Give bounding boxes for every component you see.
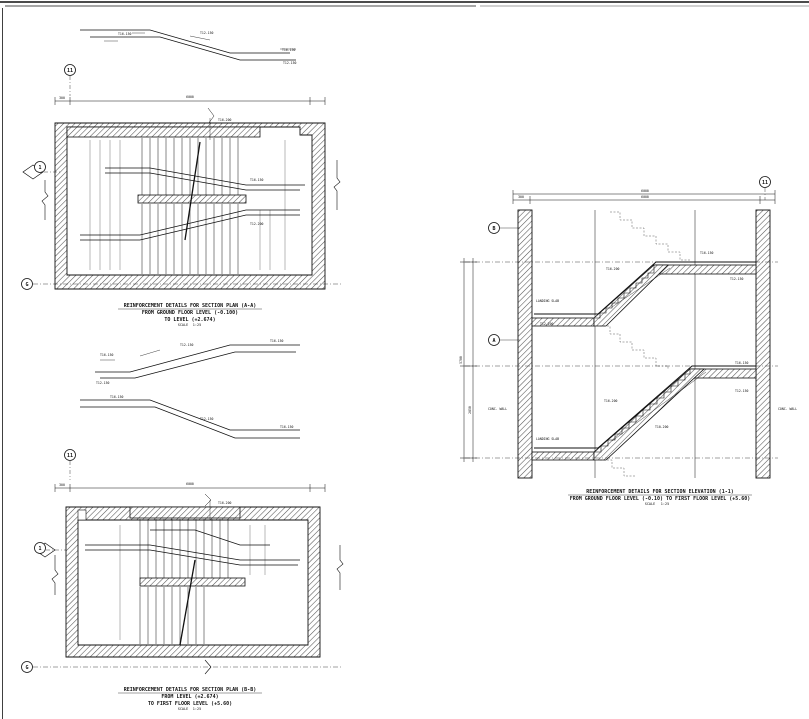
bar-mark-tag: T16-200 <box>604 399 618 403</box>
edge-dimension-elevation: 300 <box>518 195 524 199</box>
plan-a-scale-label: SCALE <box>178 323 189 327</box>
bar-mark-tag: T16-150 <box>282 48 296 52</box>
height-dimension-elevation: 5700 <box>459 356 463 364</box>
bar-mark-tag: T16-150 <box>735 361 749 365</box>
bar-mark-tag: T12-200 <box>540 322 554 326</box>
bar-mark-tag: T16-150 <box>100 353 114 357</box>
grid-bubble-11-plan-a: 11 <box>64 64 76 96</box>
break-line-plan-a-left <box>41 160 341 220</box>
overall-dimension-elevation: 6000 <box>641 189 649 193</box>
wall-label-left: CONC. WALL <box>488 407 507 411</box>
plan-b-scale-value: 1:25 <box>193 707 201 711</box>
bar-mark-tag: T12-150 <box>730 277 744 281</box>
elevation-scale-value: 1:25 <box>661 502 669 506</box>
level-lines-elevation <box>465 261 778 459</box>
overall-dimension-plan-a: 6000 <box>186 95 194 99</box>
break-line-plan-b <box>51 545 344 675</box>
bar-mark-tag: T12-150 <box>96 381 110 385</box>
bar-mark-tag: T16-200 <box>218 118 232 122</box>
landing-slab-label: LANDING SLAB <box>536 299 559 303</box>
bar-mark-tag: T12-150 <box>735 389 749 393</box>
bar-mark-tag: T16-150 <box>250 178 264 182</box>
stair-well-walls-plan-b <box>65 506 321 658</box>
dimension-line-plan-a <box>54 97 326 125</box>
elevation-scale-label: SCALE <box>645 502 656 506</box>
dimension-line-elevation <box>512 190 776 204</box>
plan-a-scale-value: 1:25 <box>193 323 201 327</box>
elevation-title-line1: REINFORCEMENT DETAILS FOR SECTION ELEVAT… <box>586 489 734 495</box>
bar-mark-tag: T12-200 <box>250 222 264 226</box>
bar-bending-sketches-a <box>80 29 296 61</box>
svg-text:1: 1 <box>38 546 41 552</box>
plan-a-title-line3: TO LEVEL (+2.674) <box>164 317 215 323</box>
bar-mark-tag: T12-150 <box>200 31 214 35</box>
dimension-line-plan-b <box>54 484 326 507</box>
plan-b-title-line1: REINFORCEMENT DETAILS FOR SECTION PLAN (… <box>124 687 256 693</box>
grid-bubble-1-plan-b: 1 <box>34 542 66 558</box>
grid-bubble-11-elevation: 11 <box>759 176 771 200</box>
bar-mark-tag: T16-150 <box>118 32 132 36</box>
rebar-lines-plan-a <box>80 118 305 241</box>
landing-slab-label: LANDING SLAB <box>536 437 559 441</box>
svg-text:G: G <box>25 665 28 671</box>
grid-bubble-1-plan-a: 1 <box>22 161 60 180</box>
svg-text:G: G <box>25 282 28 288</box>
svg-text:11: 11 <box>67 453 73 459</box>
bar-mark-tag: T16-200 <box>218 501 232 505</box>
svg-text:A: A <box>492 338 495 344</box>
vertical-dimension-elevation <box>460 258 477 462</box>
elevation-title-line2: FROM GROUND FLOOR LEVEL (-0.10) TO FIRST… <box>570 496 751 502</box>
bar-mark-tag: T16-200 <box>606 267 620 271</box>
overall-dimension-plan-b: 6000 <box>186 482 194 486</box>
elevation-walls <box>517 209 771 479</box>
inner-dimension-elevation: 6000 <box>641 195 649 199</box>
plan-b-title-line2: FROM LEVEL (+2.674) <box>161 694 218 700</box>
plan-b-title-line3: TO FIRST FLOOR LEVEL (+5.60) <box>148 701 232 707</box>
wall-label-right: CONC. WALL <box>778 407 797 411</box>
stair-treads-plan-a <box>89 138 286 274</box>
grid-bubble-g-plan-a: G <box>21 278 342 290</box>
bar-mark-tag: T12-150 <box>180 343 194 347</box>
bar-mark-tag: T16-150 <box>270 339 284 343</box>
svg-text:1: 1 <box>38 165 41 171</box>
grid-bubble-b-elevation: B <box>488 222 520 234</box>
grid-bubble-g-plan-b: G <box>21 661 342 673</box>
rebar-lines-plan-b <box>85 500 300 646</box>
half-height-dimension-elevation: 2850 <box>468 406 472 414</box>
bar-mark-tag: T16-150 <box>110 395 124 399</box>
grid-bubble-11-plan-b: 11 <box>64 449 76 480</box>
edge-dimension-plan-a: 300 <box>59 96 65 100</box>
plan-a-title-line2: FROM GROUND FLOOR LEVEL (-0.100) <box>142 310 238 316</box>
bar-mark-tag: T16-150 <box>700 251 714 255</box>
bar-mark-tag: T16-150 <box>280 425 294 429</box>
svg-text:B: B <box>492 226 495 232</box>
grid-bubble-a-elevation: A <box>488 334 520 346</box>
stair-treads-plan-b <box>119 519 266 644</box>
elevation-slabs-and-flights <box>531 264 757 461</box>
plan-a-title-line1: REINFORCEMENT DETAILS FOR SECTION PLAN (… <box>124 303 256 309</box>
edge-dimension-plan-b: 300 <box>59 483 65 487</box>
plan-b-scale-label: SCALE <box>178 707 189 711</box>
svg-text:11: 11 <box>762 180 768 186</box>
bar-bending-sketches-b <box>80 344 300 439</box>
bar-mark-tag: T12-150 <box>283 61 297 65</box>
svg-text:11: 11 <box>67 68 73 74</box>
bar-mark-tag: T12-150 <box>200 417 214 421</box>
bar-mark-tag: T10-200 <box>655 425 669 429</box>
